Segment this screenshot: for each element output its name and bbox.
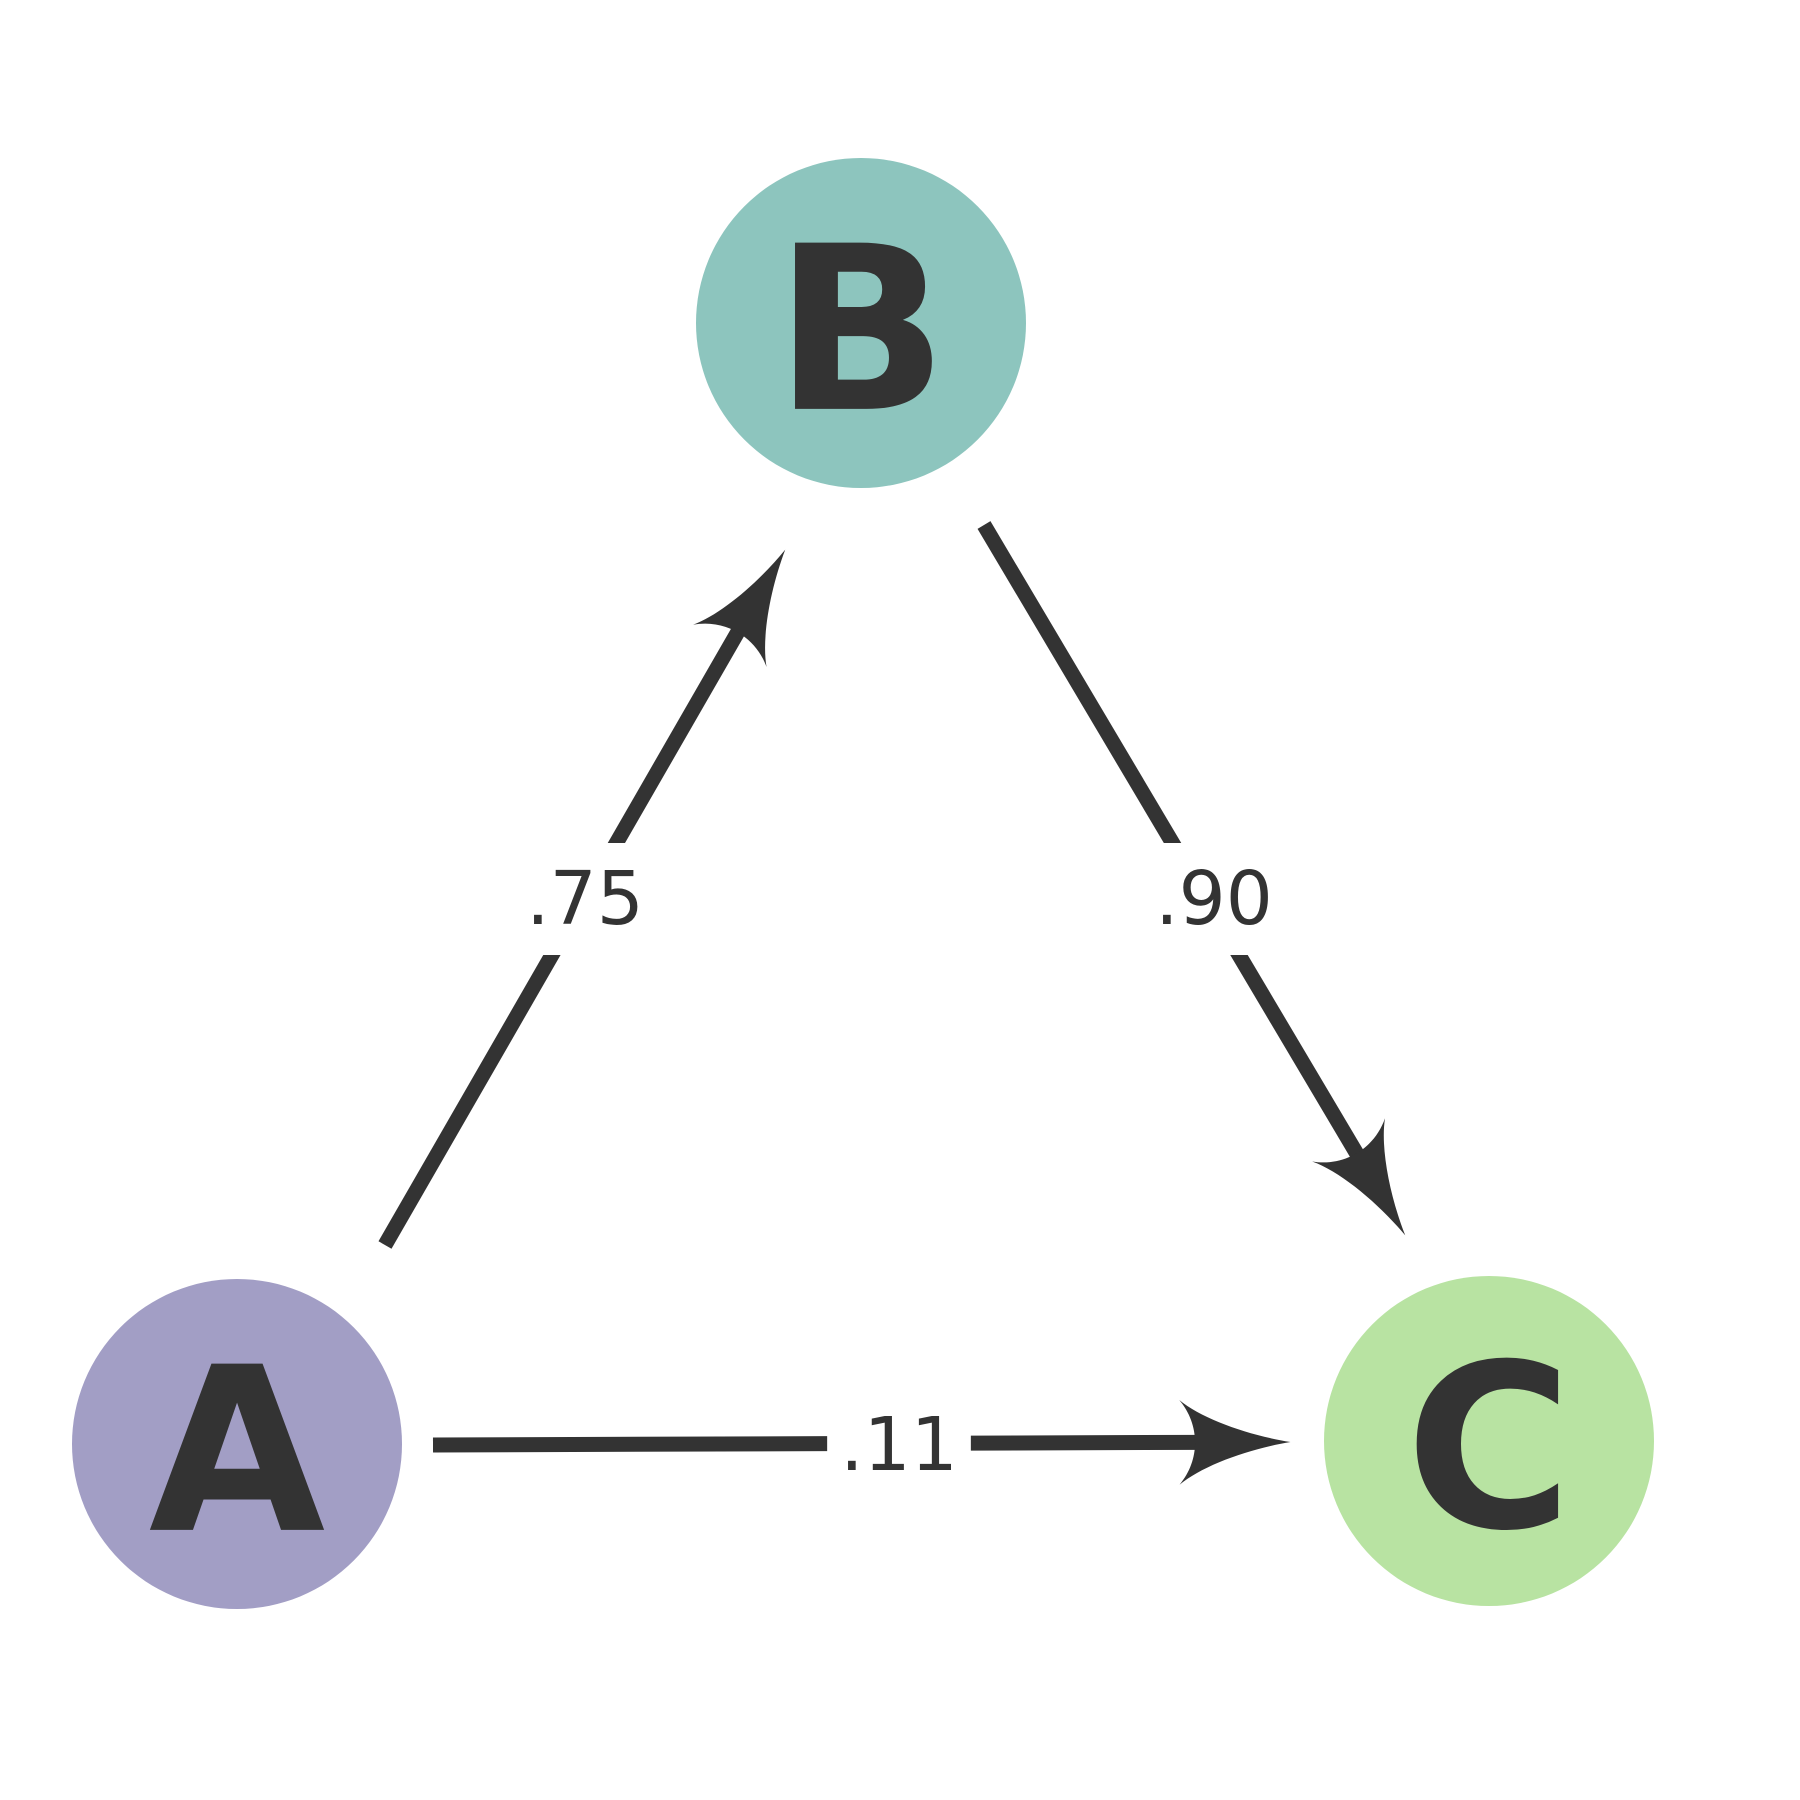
- edge-b-to-c: .90: [977, 521, 1406, 1236]
- edge-a-to-c-label-halo: [827, 1389, 971, 1501]
- node-c: C: [1324, 1276, 1654, 1606]
- node-a-label: A: [149, 1318, 325, 1584]
- edge-b-to-c-line: [977, 521, 1406, 1236]
- node-a: A: [72, 1279, 402, 1609]
- edge-a-to-c-line: [432, 1400, 1291, 1485]
- edge-a-to-b-weight: .75: [526, 856, 644, 942]
- edge-a-to-b-label-halo: [513, 843, 657, 955]
- edge-a-to-c: .11: [432, 1389, 1291, 1501]
- node-b: B: [696, 158, 1026, 488]
- edge-a-to-c-weight: .11: [840, 1402, 958, 1488]
- node-a-circle: [72, 1279, 402, 1609]
- node-b-circle: [696, 158, 1026, 488]
- node-c-label: C: [1405, 1315, 1572, 1581]
- edge-b-to-c-label-halo: [1142, 843, 1286, 955]
- node-b-label: B: [774, 197, 948, 463]
- edge-a-to-b: .75: [378, 549, 786, 1249]
- node-c-circle: [1324, 1276, 1654, 1606]
- edge-b-to-c-weight: .90: [1155, 856, 1273, 942]
